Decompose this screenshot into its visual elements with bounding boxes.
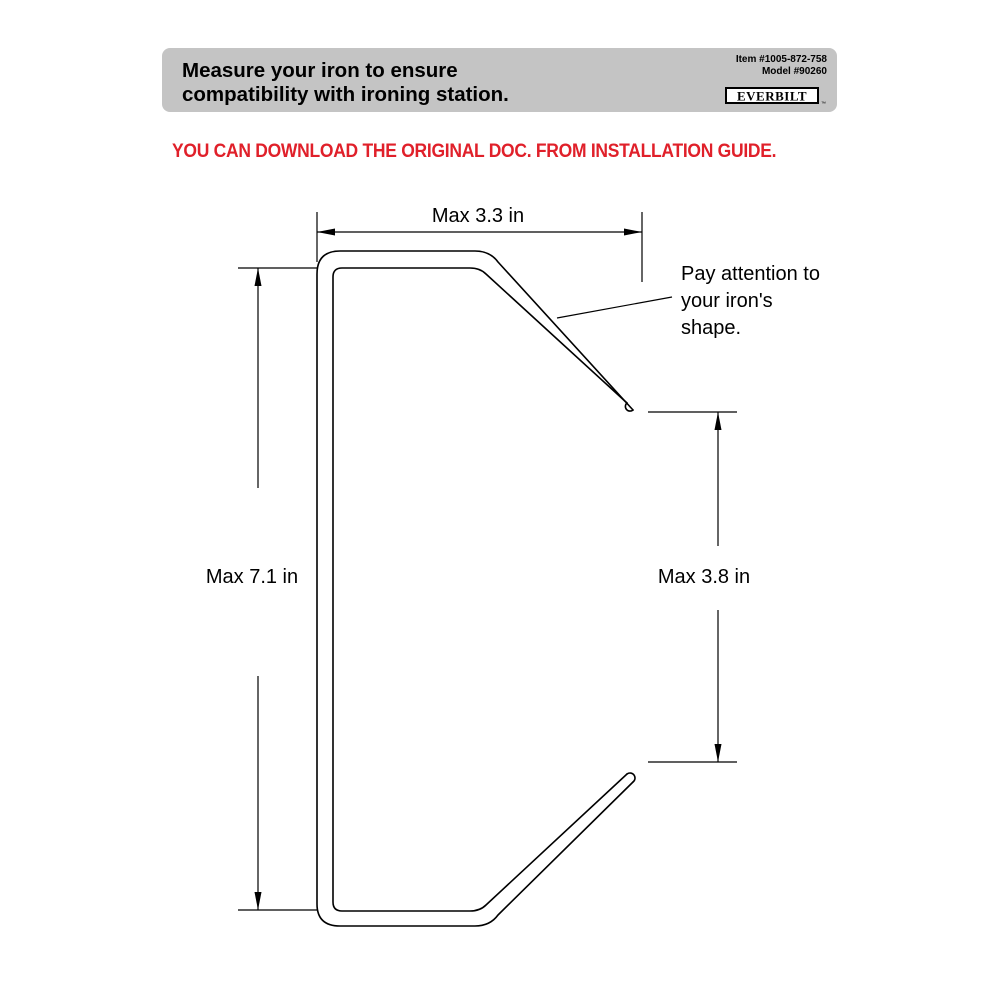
width-arrow-right bbox=[624, 228, 642, 236]
header-bar: Measure your iron to ensure compatibilit… bbox=[162, 48, 837, 112]
header-title-line-1: Measure your iron to ensure bbox=[182, 59, 458, 82]
iron-outline bbox=[316, 250, 636, 927]
height-dimension bbox=[238, 267, 317, 911]
iron-outline-outer bbox=[316, 250, 634, 927]
opening-label: Max 3.8 in bbox=[658, 566, 750, 588]
header-title: Measure your iron to ensure compatibilit… bbox=[182, 59, 622, 107]
callout-leader-line bbox=[556, 296, 673, 319]
callout-line-2: your iron's bbox=[681, 290, 773, 312]
height-arrow-top bbox=[254, 268, 262, 286]
iron-lower-tip bbox=[626, 772, 636, 783]
opening-arrow-bottom bbox=[714, 744, 722, 762]
width-dimension bbox=[316, 212, 643, 282]
iron-upper-tip bbox=[624, 402, 634, 412]
everbilt-logo: EVERBILT ™ bbox=[725, 86, 827, 106]
callout-line-1: Pay attention to bbox=[681, 263, 820, 285]
callout-line-3: shape. bbox=[681, 317, 741, 339]
brand-name: EVERBILT bbox=[737, 89, 807, 104]
width-arrow-left bbox=[317, 228, 335, 236]
width-label: Max 3.3 in bbox=[432, 205, 524, 227]
height-label: Max 7.1 in bbox=[206, 566, 298, 588]
download-notice: YOU CAN DOWNLOAD THE ORIGINAL DOC. FROM … bbox=[172, 141, 777, 162]
opening-dimension bbox=[648, 411, 737, 763]
opening-arrow-top bbox=[714, 412, 722, 430]
model-number: Model #90260 bbox=[761, 66, 827, 77]
height-arrow-bottom bbox=[254, 892, 262, 910]
item-number: Item #1005-872-758 bbox=[735, 54, 827, 65]
trademark-symbol: ™ bbox=[821, 101, 826, 106]
iron-outline-inner bbox=[332, 267, 628, 912]
header-title-line-2: compatibility with ironing station. bbox=[182, 83, 509, 106]
